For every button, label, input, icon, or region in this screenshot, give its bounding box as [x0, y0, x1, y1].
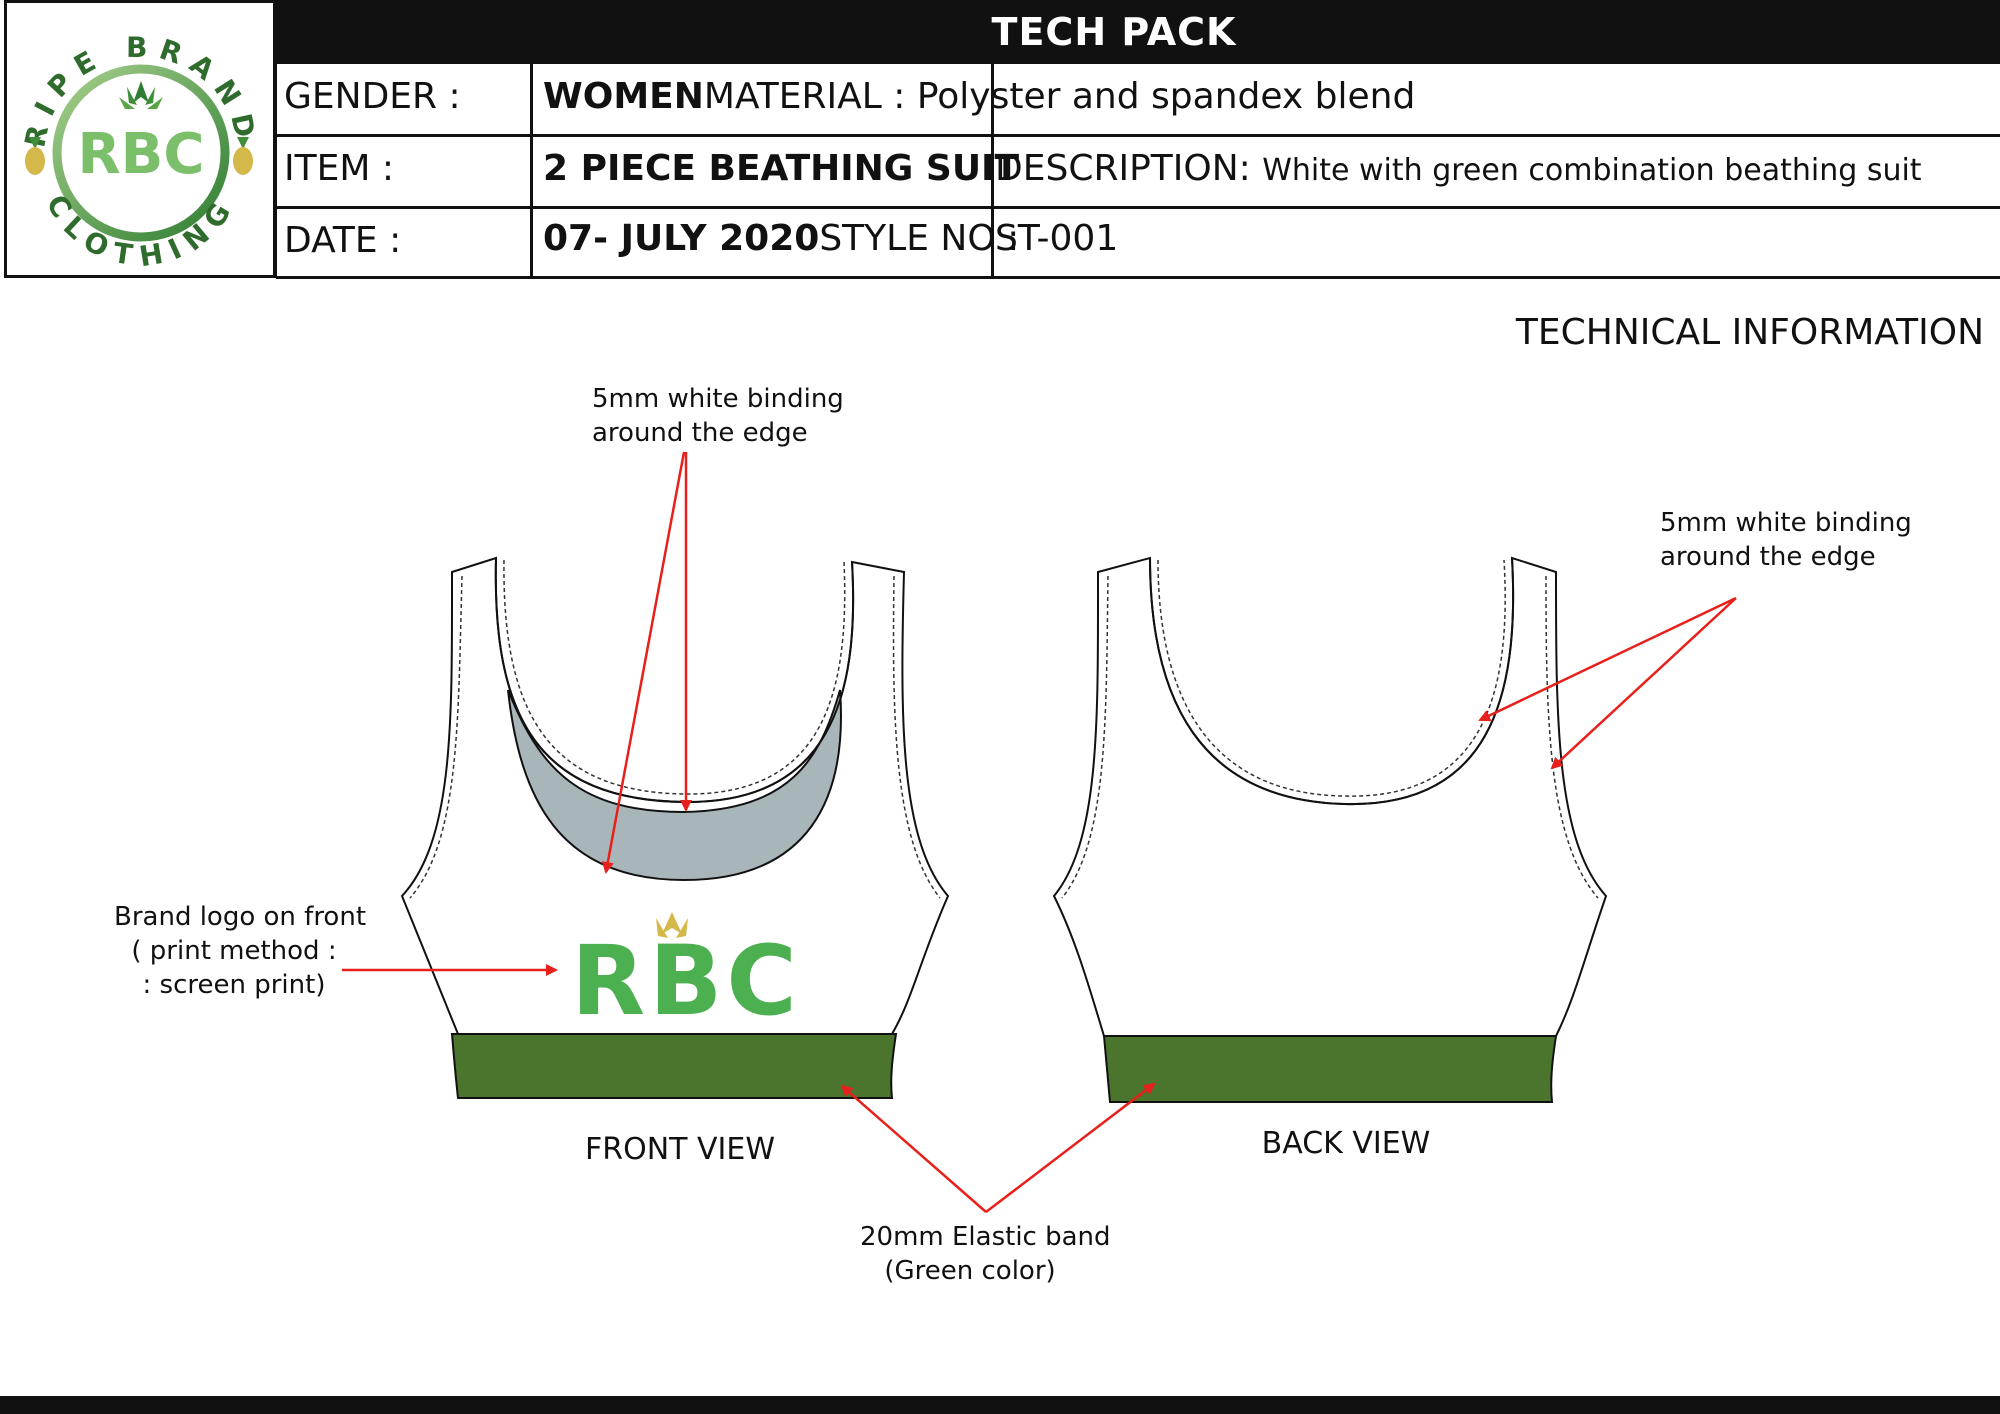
- small-pineapple-icon-right: [233, 137, 253, 175]
- front-view-garment: RBC: [400, 556, 950, 1099]
- small-pineapple-icon-left: [25, 137, 45, 175]
- section-title: TECHNICAL INFORMATION: [1515, 312, 1984, 353]
- note-line: around the edge: [1660, 542, 1876, 572]
- style-no-value: ST-001: [995, 218, 1119, 259]
- row-divider: [276, 276, 2000, 279]
- front-binding-note: 5mm white binding around the edge: [592, 382, 844, 450]
- column-divider: [991, 64, 994, 278]
- row-divider: [276, 206, 2000, 209]
- back-neckline-binding: [1149, 557, 1515, 806]
- item-value: 2 PIECE BEATHING SUIT: [543, 148, 1019, 189]
- gender-material-line: WOMENMATERIAL : Polyster and spandex ble…: [543, 76, 1415, 117]
- arrow-elastic-front: [840, 1084, 987, 1213]
- item-label: ITEM :: [284, 148, 394, 189]
- page-title: TECH PACK: [991, 10, 1237, 54]
- arrow-elastic-back: [985, 1082, 1156, 1213]
- front-print-monogram: RBC: [571, 925, 801, 1037]
- logo-ring: [52, 64, 230, 242]
- note-line: Brand logo on front: [114, 902, 367, 932]
- material-value: Polyster and spandex blend: [916, 76, 1416, 117]
- date-style-line: 07- JULY 2020STYLE NO :: [543, 218, 1019, 259]
- note-line: ( print method :: [131, 936, 337, 966]
- description-value: White with green combination beathing su…: [1262, 153, 1922, 188]
- note-line: around the edge: [592, 418, 808, 448]
- back-view-garment: [1052, 556, 1608, 1103]
- logo-monogram: RBC: [78, 122, 205, 187]
- annotation-arrows: [342, 451, 1737, 1213]
- back-elastic-band: [1102, 1035, 1558, 1103]
- style-no-label: STYLE NO :: [819, 218, 1020, 259]
- logo-placement-note: Brand logo on front ( print method : : s…: [114, 900, 367, 1002]
- gender-label: GENDER :: [284, 76, 461, 117]
- column-divider: [274, 64, 277, 278]
- row-divider: [276, 134, 2000, 137]
- pineapple-icon: [119, 81, 163, 109]
- elastic-band-note: 20mm Elastic band (Green color): [860, 1220, 1111, 1288]
- gender-value: WOMEN: [543, 76, 704, 117]
- footer-bar: [0, 1396, 2000, 1414]
- material-label: MATERIAL :: [703, 76, 906, 117]
- title-bar: [276, 0, 2000, 64]
- note-line: 20mm Elastic band: [860, 1222, 1111, 1252]
- front-elastic-band: [450, 1033, 898, 1099]
- column-divider: [530, 64, 533, 278]
- brand-logo-box: RIPE BRAND CLOTHING RBC: [4, 0, 276, 278]
- description-line: DESCRIPTION: White with green combinatio…: [995, 148, 1922, 189]
- front-print-logo: RBC: [571, 912, 801, 1037]
- date-value: 07- JULY 2020: [543, 218, 820, 259]
- note-line: : screen print): [142, 970, 326, 1000]
- back-body-outline: [1052, 556, 1608, 1037]
- arrow-front-binding-lining: [601, 451, 686, 874]
- arrow-back-binding-neck: [1478, 596, 1737, 722]
- front-neckline-stitch: [503, 559, 846, 795]
- front-view-label: FRONT VIEW: [584, 1132, 775, 1167]
- note-line: (Green color): [884, 1256, 1056, 1286]
- back-view-label: BACK VIEW: [1261, 1126, 1431, 1161]
- brand-logo: RIPE BRAND CLOTHING RBC: [18, 31, 253, 273]
- date-label: DATE :: [284, 220, 402, 261]
- description-label: DESCRIPTION:: [995, 148, 1251, 189]
- front-lining-panel: [507, 689, 842, 882]
- arrow-back-binding-arm: [1550, 597, 1737, 770]
